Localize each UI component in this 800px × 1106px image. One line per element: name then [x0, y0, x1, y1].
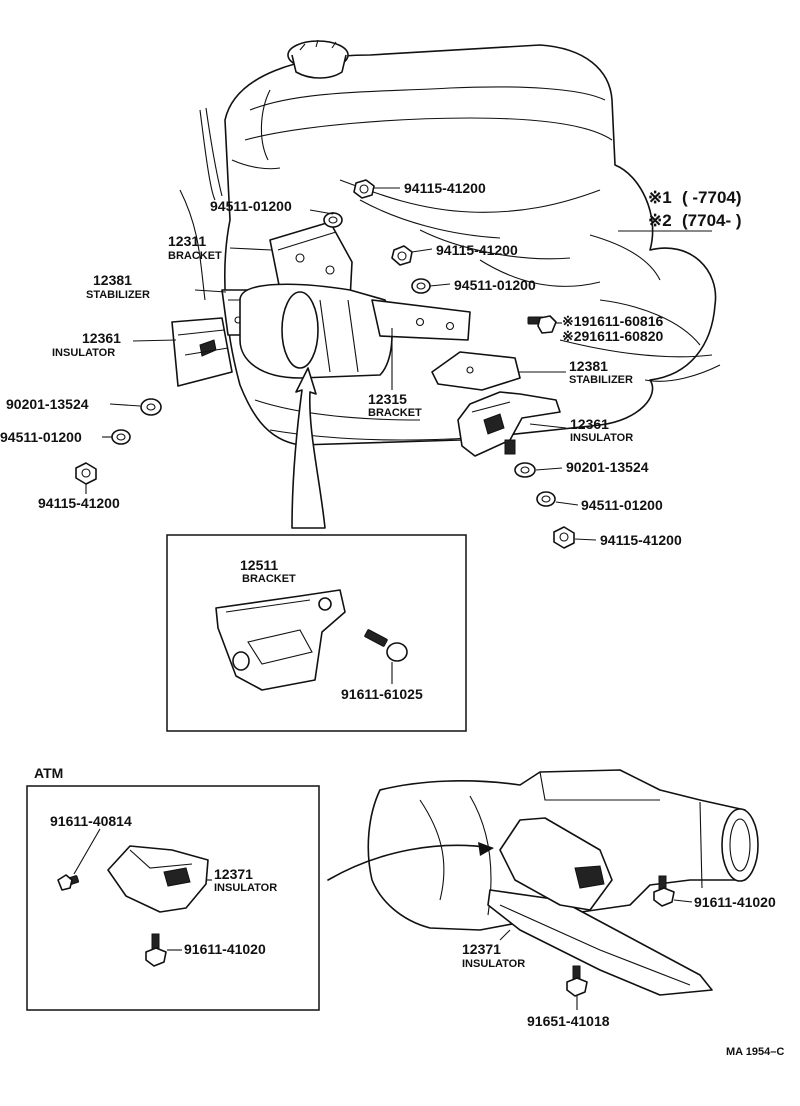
label-stabilizer-left: STABILIZER	[86, 289, 150, 301]
atm-box-insulator-name: INSULATOR	[214, 882, 277, 894]
atm-box-bolt-bottom: 91611-41020	[184, 941, 266, 957]
washer-icon	[514, 462, 536, 478]
serial-legend: ※1 ( -7704) ※2 (7704- )	[618, 188, 742, 232]
callout-94115-41200-mid: 94115-41200	[436, 242, 518, 258]
callout-12311: 12311	[168, 233, 206, 249]
callout-94115-41200-right: 94115-41200	[600, 532, 682, 548]
figure-code: MA 1954–C	[726, 1046, 784, 1058]
callout-90201-13524-left: 90201-13524	[6, 396, 89, 412]
inset-part-name: BRACKET	[242, 573, 296, 585]
washer-icon	[140, 398, 162, 416]
lock-washer-icon	[411, 278, 431, 294]
callout-91611-60816: ※191611-60816	[562, 313, 663, 329]
right-mount-parts	[431, 351, 575, 549]
stabilizer-12381-right	[431, 351, 521, 391]
nut-icon	[391, 245, 413, 266]
nut-icon	[75, 462, 97, 485]
leader-lines	[85, 187, 597, 541]
callout-12361-left: 12361	[82, 330, 121, 346]
inset-bolt-no: 91611-61025	[341, 686, 423, 702]
label-insulator-left: INSULATOR	[52, 347, 115, 359]
engine-mount-assembly	[171, 221, 471, 387]
lock-washer-icon	[111, 429, 131, 445]
fastener-icons	[75, 179, 557, 485]
bolt-icon	[57, 874, 80, 891]
legend-marker-2: ※2	[648, 211, 672, 230]
engine-block-illustration	[179, 39, 721, 446]
callout-12361-right: 12361	[570, 416, 609, 432]
nut-icon	[353, 179, 375, 199]
legend-range-2: (7704- )	[682, 211, 742, 230]
callout-94511-01200-left: 94511-01200	[0, 429, 82, 445]
bolt-icon	[527, 315, 557, 334]
callout-12315: 12315	[368, 391, 407, 407]
legend-marker-1: ※1	[648, 188, 672, 207]
inset-bracket-box: 12511 BRACKET 91611-61025	[166, 534, 467, 732]
label-stabilizer-right: STABILIZER	[569, 374, 633, 386]
inset-part-no: 12511	[240, 557, 278, 573]
callout-94115-41200-top: 94115-41200	[404, 180, 486, 196]
atm-title: ATM	[34, 765, 63, 781]
lock-washer-icon	[536, 491, 556, 507]
lock-washer-icon	[323, 212, 343, 228]
callout-90201-13524-right: 90201-13524	[566, 459, 649, 475]
atm-box: 91611-40814 12371 INSULATOR 91611-41020	[26, 785, 320, 1011]
atm-box-insulator-no: 12371	[214, 866, 253, 882]
trans-insulator-name: INSULATOR	[462, 958, 525, 970]
nut-icon	[553, 526, 575, 549]
bolt-icon	[653, 875, 675, 907]
callout-12381-left: 12381	[93, 272, 132, 288]
transmission-illustration: 91611-41020 12371 INSULATOR 91651-41018	[327, 769, 776, 1029]
trans-insulator-no: 12371	[462, 941, 501, 957]
callout-94511-01200-right: 94511-01200	[581, 497, 663, 513]
insulator-12371-box	[107, 845, 209, 913]
trans-bolt-bottom: 91651-41018	[527, 1013, 610, 1029]
callout-91611-60820: ※291611-60820	[562, 328, 663, 344]
callout-94115-41200-left: 94115-41200	[38, 495, 120, 511]
label-insulator-right: INSULATOR	[570, 432, 633, 444]
main-callouts: 94115-41200 94511-01200 12311 BRACKET 94…	[0, 180, 682, 548]
bolt-icon	[145, 933, 167, 967]
insulator-12361-right	[457, 391, 561, 457]
label-bracket-12315: BRACKET	[368, 407, 422, 419]
label-bracket-12311: BRACKET	[168, 250, 222, 262]
trans-bolt-right: 91611-41020	[694, 894, 776, 910]
pointer-arrow	[291, 367, 326, 529]
callout-12381-right: 12381	[569, 358, 608, 374]
atm-box-bolt-top: 91611-40814	[50, 813, 132, 829]
legend-range-1: ( -7704)	[682, 188, 742, 207]
bolt-icon	[364, 629, 408, 662]
bolt-icon	[566, 965, 588, 997]
callout-94511-01200-top: 94511-01200	[210, 198, 292, 214]
callout-94511-01200-mid: 94511-01200	[454, 277, 536, 293]
